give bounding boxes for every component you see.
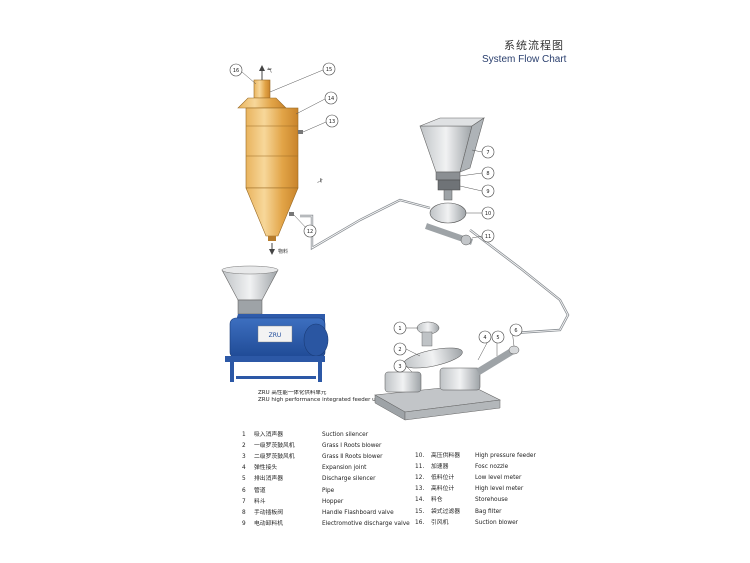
svg-text:1: 1	[398, 326, 401, 332]
svg-text:16: 16	[233, 68, 239, 74]
discharge-silencer	[508, 345, 520, 355]
svg-text:13: 13	[329, 119, 335, 125]
svg-text:8: 8	[486, 171, 489, 177]
svg-text:12: 12	[307, 229, 313, 235]
blower-callout-5: 5	[491, 330, 505, 344]
hopper-assembly	[419, 117, 485, 246]
fosc-nozzle	[460, 234, 472, 246]
blower-callout-1: 1	[393, 321, 407, 335]
svg-text:4: 4	[483, 335, 486, 341]
blower-callout-2: 2	[393, 342, 407, 356]
nameplate-text: ZRU	[269, 332, 282, 339]
hopper-callout-lines	[459, 149, 483, 239]
silo-callout-14: 14	[324, 91, 338, 105]
svg-text:3: 3	[398, 364, 401, 370]
svg-text:15: 15	[326, 67, 332, 73]
air-exhaust-label: 气	[267, 67, 272, 74]
high-pressure-feeder	[429, 202, 467, 224]
air-exhaust-arrow	[259, 65, 265, 80]
discharge-valve	[437, 179, 461, 191]
silo-callout-12: 12	[303, 224, 317, 238]
material-out-label: 物料	[278, 248, 288, 255]
roots-blower-2	[439, 367, 481, 391]
blower-callout-3: 3	[393, 359, 407, 373]
diagram-title-en: System Flow Chart	[482, 54, 567, 65]
zru-feeder-unit: ZRU	[221, 265, 329, 382]
svg-text:5: 5	[496, 335, 499, 341]
silo-callout-13: 13	[325, 114, 339, 128]
roots-blower-1	[384, 371, 422, 393]
storehouse-silo	[237, 79, 303, 241]
blower-callout-6: 6	[509, 323, 523, 337]
hopper-callout-11: 11	[481, 229, 495, 243]
conveying-pipe	[300, 198, 570, 335]
svg-text:9: 9	[486, 189, 489, 195]
hopper-callout-7: 7	[481, 145, 495, 159]
hopper-callout-8: 8	[481, 166, 495, 180]
high-level-meter	[298, 130, 303, 134]
silo-callout-16: 15	[322, 62, 336, 76]
blower-callout-4: 4	[478, 330, 492, 344]
unit-caption-cn: ZRU 高性能一体化供料单元	[258, 390, 327, 396]
hopper-callout-9: 9	[481, 184, 495, 198]
unit-caption-en: ZRU high performance integrated feeder u…	[258, 397, 383, 403]
hopper-callout-10: 10	[481, 206, 495, 220]
nameplate	[257, 325, 293, 343]
silo-callout-15: 16	[229, 63, 243, 77]
svg-text:2: 2	[398, 347, 401, 353]
diagram-title-cn: 系统流程图	[504, 39, 564, 52]
svg-text:11: 11	[485, 234, 491, 240]
bag-filter	[253, 79, 271, 99]
svg-text:10: 10	[485, 211, 491, 217]
svg-text:7: 7	[486, 150, 489, 156]
svg-text:14: 14	[328, 96, 334, 102]
low-level-meter	[289, 212, 294, 216]
roots-blower-skid	[374, 321, 520, 421]
svg-text:6: 6	[514, 328, 517, 334]
flashboard-valve	[435, 171, 461, 181]
pipe-air-label: 气	[316, 178, 323, 183]
material-out-arrow	[269, 243, 275, 255]
